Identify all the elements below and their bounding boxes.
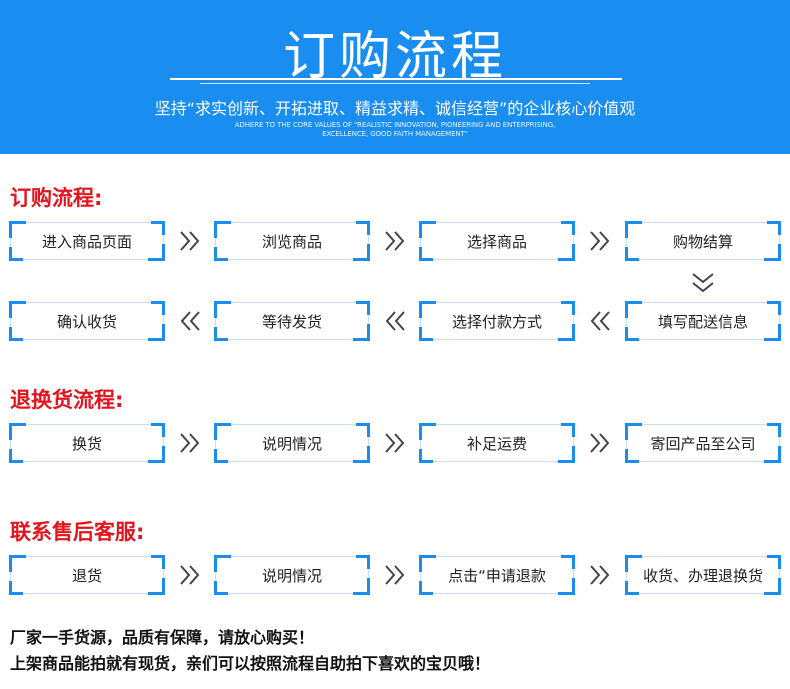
step-label: 说明情况 [261,566,322,585]
step-receive-and-process: 收货、办理退换货 [625,555,781,595]
return-flow-title: 退换货流程: [10,388,124,412]
step-label: 选择付款方式 [451,312,542,331]
header-banner: 订购流程 坚持“求实创新、开拓进取、精益求精、诚信经营”的企业核心价值观 ADH… [0,0,790,154]
double-chevron-right-icon [175,560,205,590]
footer-note-1: 厂家一手货源，品质有保障，请放心购买！ [10,628,315,647]
order-flow-title: 订购流程: [10,186,103,210]
double-chevron-right-icon [175,428,205,458]
step-exchange: 换货 [9,423,165,463]
contact-flow-title: 联系售后客服: [10,520,145,544]
double-chevron-left-icon [175,306,205,336]
english-subtitle: ADHERE TO THE CORE VALUES OF "REALISTIC … [0,121,790,139]
step-label: 寄回产品至公司 [650,434,756,453]
double-chevron-right-icon [585,560,615,590]
step-pay-shipping: 补足运费 [419,423,575,463]
double-chevron-right-icon [380,428,410,458]
step-label: 购物结算 [672,232,733,251]
step-confirm-receipt: 确认收货 [9,301,165,341]
step-browse-products: 浏览商品 [214,221,370,261]
double-chevron-right-icon [380,226,410,256]
step-label: 补足运费 [466,434,527,453]
step-checkout: 购物结算 [625,221,781,261]
step-label: 退货 [71,566,102,585]
step-label: 等待发货 [261,312,322,331]
step-label: 说明情况 [261,434,322,453]
step-explain-situation: 说明情况 [214,423,370,463]
title-divider [170,78,622,80]
step-explain-situation: 说明情况 [214,555,370,595]
step-enter-product-page: 进入商品页面 [9,221,165,261]
step-refund: 退货 [9,555,165,595]
step-return-to-company: 寄回产品至公司 [625,423,781,463]
step-label: 点击“申请退款 [448,566,546,585]
step-label: 收货、办理退换货 [642,566,763,585]
footer-note-2: 上架商品能拍就有现货，亲们可以按照流程自助拍下喜欢的宝贝哦！ [10,654,491,673]
step-request-refund: 点击“申请退款 [419,555,575,595]
double-chevron-left-icon [585,306,615,336]
double-chevron-right-icon [175,226,205,256]
step-label: 选择商品 [466,232,527,251]
double-chevron-left-icon [380,306,410,336]
double-chevron-right-icon [585,428,615,458]
step-label: 进入商品页面 [41,232,132,251]
step-fill-delivery-info: 填写配送信息 [625,301,781,341]
page-title: 订购流程 [282,27,507,87]
step-await-shipment: 等待发货 [214,301,370,341]
step-select-payment: 选择付款方式 [419,301,575,341]
page-subtitle: 坚持“求实创新、开拓进取、精益求精、诚信经营”的企业核心价值观 [154,99,636,118]
english-subtitle-line1: ADHERE TO THE CORE VALUES OF "REALISTIC … [234,121,556,129]
step-label: 确认收货 [56,312,117,331]
step-label: 填写配送信息 [657,312,748,331]
step-label: 换货 [71,434,102,453]
title-divider-thin [200,83,590,84]
double-chevron-right-icon [380,560,410,590]
double-chevron-down-icon [688,268,718,298]
step-label: 浏览商品 [261,232,322,251]
double-chevron-right-icon [585,226,615,256]
step-select-product: 选择商品 [419,221,575,261]
english-subtitle-line2: EXCELLENCE, GOOD FAITH MANAGEMENT" [322,130,468,138]
